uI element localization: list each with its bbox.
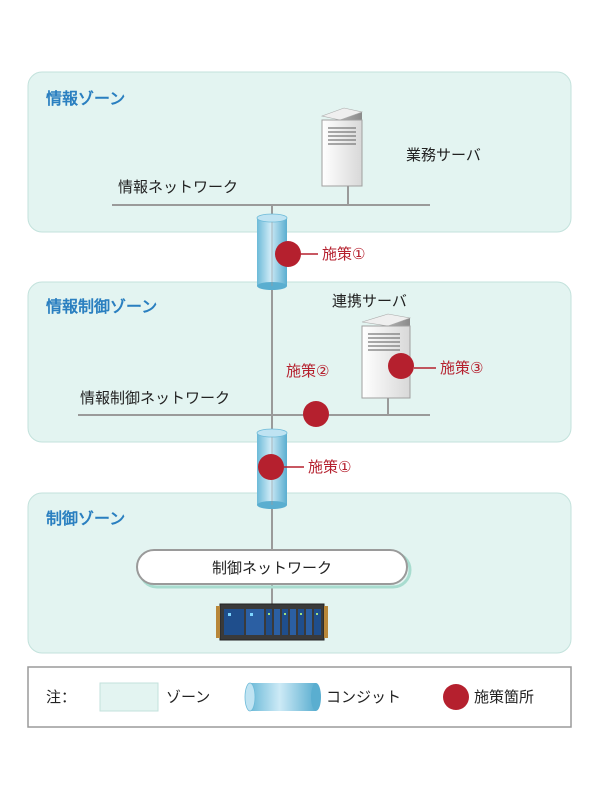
measure-point-1-top [275, 241, 301, 267]
ctrl-network-ring [136, 549, 412, 589]
legend-zone-swatch [99, 682, 159, 712]
measure-1-top-label: 施策① [322, 245, 365, 263]
measure-1-bottom-label: 施策① [308, 458, 351, 476]
zone-infoctrl-title: 情報制御ゾーン [46, 297, 157, 316]
legend-point-label: 施策箇所 [474, 688, 534, 706]
business-server-icon [320, 107, 364, 187]
legend-conduit-icon [244, 682, 321, 712]
measure-2-label: 施策② [286, 362, 329, 380]
business-server-label: 業務サーバ [406, 146, 481, 164]
legend-point-icon [443, 684, 469, 710]
zone-info [27, 71, 572, 233]
info-network-label: 情報ネットワーク [118, 178, 238, 196]
measure-point-1-bottom [258, 454, 284, 480]
ctrl-network-label: 制御ネットワーク [212, 559, 332, 577]
legend-conduit-label: コンジット [326, 688, 401, 706]
zone-info-title: 情報ゾーン [46, 89, 125, 108]
control-device-icon [216, 603, 328, 641]
infoctrl-network-label: 情報制御ネットワーク [80, 389, 230, 407]
link-server-label: 連携サーバ [332, 292, 407, 310]
measure-3-label: 施策③ [440, 359, 483, 377]
zone-infoctrl [27, 281, 572, 443]
legend-note: 注： [46, 688, 76, 706]
zone-ctrl-title: 制御ゾーン [46, 509, 125, 528]
measure-point-2 [303, 401, 329, 427]
measure-point-3 [388, 353, 414, 379]
legend-zone-label: ゾーン [166, 688, 210, 706]
